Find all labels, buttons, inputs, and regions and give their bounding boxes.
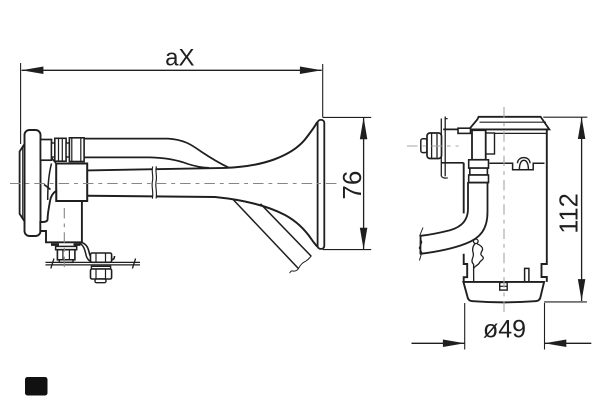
svg-text:ø49: ø49	[483, 316, 526, 344]
svg-text:aX: aX	[165, 44, 194, 71]
svg-text:76: 76	[337, 171, 367, 200]
svg-text:112: 112	[555, 193, 583, 234]
